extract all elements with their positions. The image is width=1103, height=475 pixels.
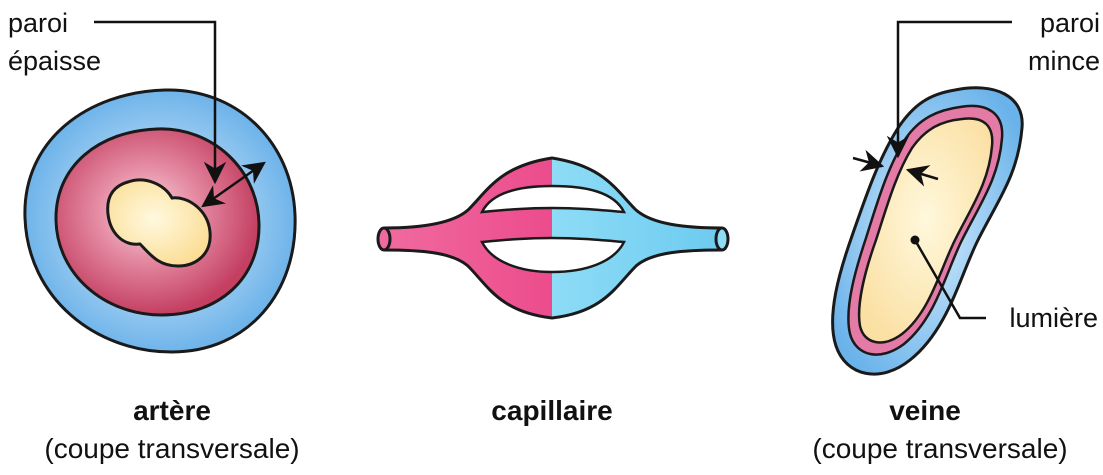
vein: paroi mince lumière veine (coupe transve…: [812, 8, 1100, 464]
vein-subtitle: (coupe transversale): [812, 433, 1067, 464]
capillary-gap-bottom: [480, 236, 626, 274]
artery-lumen: [106, 178, 212, 268]
artery-wall-label-2: épaisse: [8, 46, 101, 76]
capillary-right-end: [714, 226, 730, 252]
capillary: capillaire: [376, 156, 730, 426]
vein-wall-arrow-out: [905, 165, 939, 187]
vein-wall-label-1: paroi: [1040, 8, 1100, 38]
vein-title: veine: [889, 395, 961, 426]
artery-wall-arrow: [201, 161, 266, 208]
capillary-outline: [383, 156, 723, 320]
artery-wall-label-1: paroi: [8, 8, 68, 38]
vein-wall-label-2: mince: [1028, 46, 1100, 76]
capillary-left-end: [376, 226, 392, 252]
vein-wall-arrow-in: [852, 149, 885, 172]
artery-label-leader: [94, 20, 227, 185]
capillary-title: capillaire: [491, 395, 612, 426]
vein-wall-leader: [886, 20, 1012, 159]
capillary-gap-top: [479, 184, 627, 214]
vein-lumen-leader: [913, 239, 986, 320]
artery-subtitle: (coupe transversale): [44, 433, 299, 464]
artery-title: artère: [133, 395, 211, 426]
vein-lumen: [857, 117, 994, 344]
artery: paroi épaisse artère (coupe transversale…: [8, 8, 300, 464]
vein-lumen-label: lumière: [1009, 303, 1098, 333]
